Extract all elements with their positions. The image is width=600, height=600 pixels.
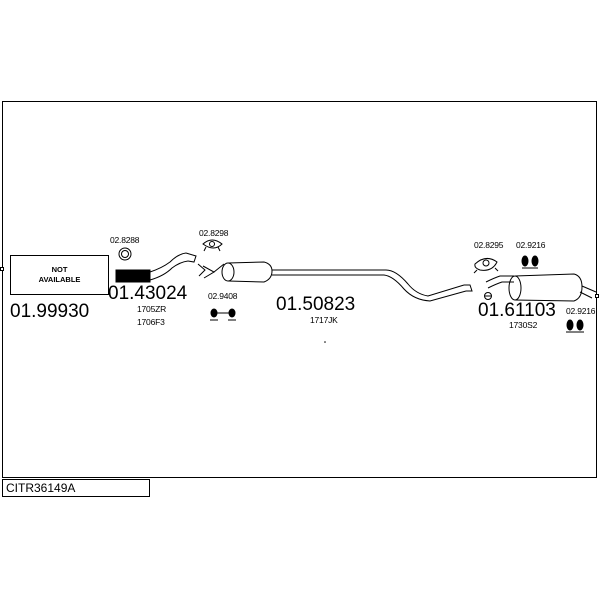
label-hanger-3: 02.9216 — [566, 306, 596, 316]
rear-silencer — [485, 273, 597, 302]
center-dot — [324, 341, 326, 343]
not-available-box: NOT AVAILABLE — [10, 255, 109, 295]
diagram-title: CITR36149A — [6, 481, 76, 495]
clamp-part-1 — [118, 247, 132, 261]
label-clamp-1: 02.8288 — [110, 235, 140, 245]
rear-clamp — [484, 292, 492, 300]
diagram-title-box: CITR36149A — [2, 479, 150, 497]
clamp-part-2 — [473, 258, 499, 274]
flange-connector — [197, 263, 216, 279]
section-2-code-2: 1706F3 — [137, 317, 165, 327]
label-gasket-1: 02.8298 — [199, 228, 229, 238]
hanger-part-2 — [521, 255, 539, 269]
section-3-number: 01.50823 — [276, 294, 356, 315]
left-edge-marker — [0, 267, 4, 271]
section-4-code: 1730S2 — [509, 320, 538, 330]
middle-silencer — [213, 261, 473, 302]
not-available-line2: AVAILABLE — [38, 275, 81, 284]
hanger-part-3 — [566, 319, 584, 333]
front-pipe — [115, 252, 197, 283]
label-clamp-2: 02.8295 — [474, 240, 504, 250]
label-hanger-1: 02.9408 — [208, 291, 238, 301]
right-edge-marker — [595, 294, 599, 298]
gasket-part-1 — [202, 239, 223, 252]
label-hanger-2: 02.9216 — [516, 240, 546, 250]
section-2-number: 01.43024 — [108, 283, 188, 304]
section-4-number: 01.61103 — [478, 300, 556, 321]
section-2-code-1: 1705ZR — [137, 304, 167, 314]
diagram-frame — [2, 101, 597, 478]
section-1-number: 01.99930 — [10, 301, 90, 322]
section-3-code: 1717JK — [310, 315, 338, 325]
hanger-part-1 — [210, 308, 236, 321]
not-available-line1: NOT — [51, 265, 68, 274]
